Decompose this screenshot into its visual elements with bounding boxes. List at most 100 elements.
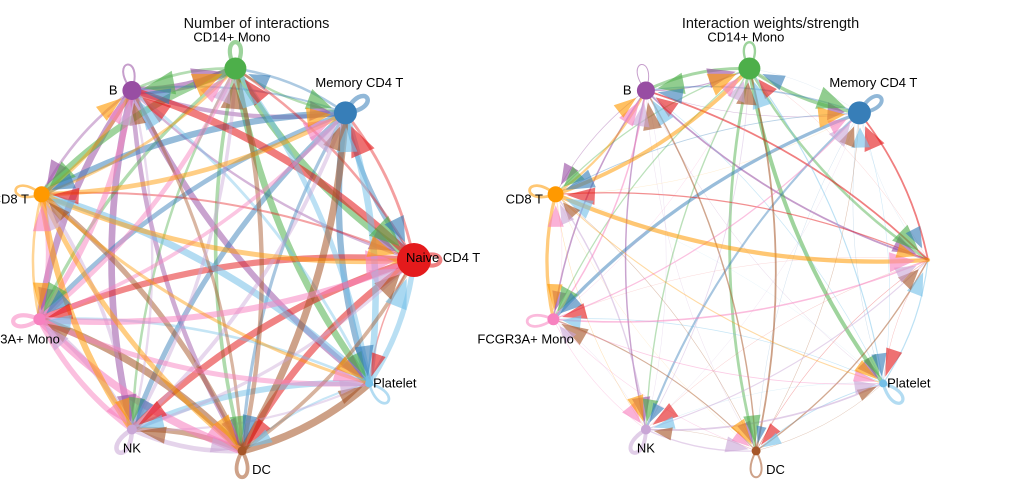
arrowhead-fcgr3a-mono-to-naive-cd4-t: [365, 250, 394, 276]
arrowhead-naive-cd4-t-to-cd14-mono: [244, 79, 269, 106]
arrowhead-platelet-to-dc: [248, 429, 273, 448]
edge-memory-cd4-t-to-fcgr3a-mono: [37, 110, 348, 322]
edge-cd8-t-to-fcgr3a-mono: [545, 192, 558, 321]
node-fcgr3a-mono: [547, 313, 560, 326]
edge-naive-cd4-t-to-b: [645, 89, 929, 261]
edge-dc-to-cd8-t: [38, 191, 245, 454]
arrowhead-nk-to-naive-cd4-t: [893, 265, 917, 283]
arrowhead-memory-cd4-t-to-cd8-t: [565, 169, 596, 190]
edge-fcgr3a-mono-to-memory-cd4-t: [552, 112, 861, 320]
arrowhead-cd14-mono-to-b: [144, 70, 177, 95]
arrowhead-cd8-t-to-cd14-mono: [190, 73, 223, 97]
arrowhead-naive-cd4-t-to-fcgr3a-mono: [562, 303, 588, 319]
arrowhead-dc-to-nk: [653, 427, 673, 441]
arrowhead-cd8-t-to-memory-cd4-t: [817, 107, 845, 128]
edge-memory-cd4-t-to-dc: [755, 112, 860, 452]
arrowhead-cd8-t-to-platelet: [854, 360, 878, 380]
edge-nk-to-memory-cd4-t: [129, 110, 348, 432]
self-loop-platelet: [881, 381, 905, 405]
node-label-memory-cd4-t: Memory CD4 T: [829, 75, 917, 90]
self-loop-dc: [234, 449, 250, 479]
edge-dc-to-memory-cd4-t: [238, 109, 349, 455]
edge-memory-cd4-t-to-fcgr3a-mono: [551, 111, 862, 321]
edge-nk-to-b: [130, 89, 154, 431]
node-cd8-t: [547, 186, 564, 203]
arrowhead-fcgr3a-mono-to-memory-cd4-t: [827, 119, 847, 135]
arrowhead-fcgr3a-mono-to-nk: [622, 402, 641, 424]
arrowhead-cd8-t-to-dc: [730, 418, 752, 445]
edge-cd14-mono-to-platelet: [232, 65, 373, 387]
self-loop-fcgr3a-mono: [11, 313, 41, 329]
edge-nk-to-cd14-mono: [130, 66, 238, 432]
arrowhead-memory-cd4-t-to-fcgr3a-mono: [46, 289, 72, 314]
edge-dc-to-cd14-mono: [748, 67, 777, 452]
node-label-fcgr3a-mono: FCGR3A+ Mono: [477, 331, 573, 346]
edge-naive-cd4-t-to-dc: [755, 259, 929, 452]
edge-cd8-t-to-memory-cd4-t: [555, 112, 860, 195]
arrowhead-nk-to-cd8-t: [46, 204, 65, 232]
edge-dc-to-platelet: [238, 379, 373, 455]
edge-memory-cd4-t-to-nk: [129, 110, 349, 433]
edge-layer: [31, 64, 418, 455]
node-memory-cd4-t: [847, 101, 871, 125]
arrowhead-memory-cd4-t-to-platelet: [871, 352, 887, 377]
arrowhead-fcgr3a-mono-to-dc: [731, 431, 750, 447]
arrowhead-naive-cd4-t-to-dc: [246, 418, 271, 446]
edge-cd14-mono-to-nk: [645, 67, 751, 431]
arrowhead-nk-to-fcgr3a-mono: [559, 326, 577, 344]
self-loop-layer: [525, 41, 905, 479]
node-label-cd14-mono: CD14+ Mono: [707, 30, 784, 45]
node-platelet: [365, 379, 374, 388]
arrowhead-nk-to-dc: [724, 436, 749, 453]
edge-fcgr3a-mono-to-platelet: [553, 318, 884, 385]
arrowhead-cd14-mono-to-memory-cd4-t: [815, 86, 846, 109]
edge-cd8-t-to-naive-cd4-t: [39, 191, 417, 265]
arrowhead-naive-cd4-t-to-memory-cd4-t: [351, 126, 375, 159]
edge-memory-cd4-t-to-cd14-mono: [749, 68, 860, 114]
arrowhead-platelet-to-naive-cd4-t: [907, 272, 924, 297]
edge-nk-to-dc: [645, 428, 757, 452]
edge-b-to-cd14-mono: [645, 67, 750, 92]
arrowhead-memory-cd4-t-to-b: [144, 88, 172, 105]
edge-nk-to-memory-cd4-t: [645, 112, 860, 430]
node-platelet: [879, 379, 888, 388]
arrowhead-platelet-to-cd8-t: [565, 198, 594, 219]
arrowhead-memory-cd4-t-to-naive-cd4-t: [905, 225, 923, 249]
arrowhead-fcgr3a-mono-to-cd8-t: [547, 205, 564, 227]
edge-fcgr3a-mono-to-cd14-mono: [553, 68, 750, 320]
arrowhead-cd14-mono-to-naive-cd4-t: [892, 224, 919, 251]
edge-platelet-to-b: [130, 89, 371, 385]
edge-nk-to-b: [645, 90, 667, 430]
arrowhead-memory-cd4-t-to-cd14-mono: [248, 74, 271, 90]
arrowhead-cd14-mono-to-cd8-t: [49, 161, 76, 187]
edge-memory-cd4-t-to-nk: [644, 111, 861, 431]
edge-cd8-t-to-nk: [555, 194, 647, 430]
edge-dc-to-platelet: [755, 383, 884, 452]
node-memory-cd4-t: [333, 101, 357, 125]
arrowhead-naive-cd4-t-to-b: [142, 97, 172, 123]
arrowhead-naive-cd4-t-to-dc: [760, 423, 781, 446]
arrowhead-cd14-mono-to-b: [657, 72, 686, 94]
arrowhead-platelet-to-cd14-mono: [752, 81, 772, 110]
edge-memory-cd4-t-to-cd14-mono: [234, 67, 347, 115]
node-label-platelet: Platelet: [887, 375, 931, 390]
edge-b-to-naive-cd4-t: [645, 89, 929, 261]
edge-naive-cd4-t-to-nk: [645, 259, 929, 430]
arrowhead-platelet-to-memory-cd4-t: [851, 127, 871, 148]
edge-memory-cd4-t-to-dc: [240, 111, 348, 453]
arrowhead-memory-cd4-t-to-nk: [649, 402, 665, 423]
arrowhead-memory-cd4-t-to-nk: [135, 397, 154, 423]
arrowhead-platelet-to-naive-cd4-t: [385, 278, 407, 311]
edge-nk-to-cd14-mono: [645, 68, 750, 430]
edge-naive-cd4-t-to-memory-cd4-t: [343, 111, 416, 262]
arrowhead-dc-to-cd8-t: [49, 202, 70, 224]
node-label-fcgr3a-mono: FCGR3A+ Mono: [0, 331, 60, 346]
edge-dc-to-memory-cd4-t: [755, 112, 860, 452]
edge-cd14-mono-to-dc: [213, 66, 244, 453]
edge-cd8-t-to-platelet: [555, 193, 884, 384]
node-fcgr3a-mono: [33, 313, 46, 326]
arrowhead-cd8-t-to-dc: [213, 414, 238, 445]
arrowhead-memory-cd4-t-to-b: [657, 88, 684, 104]
arrowhead-cd8-t-to-fcgr3a-mono: [32, 282, 49, 311]
